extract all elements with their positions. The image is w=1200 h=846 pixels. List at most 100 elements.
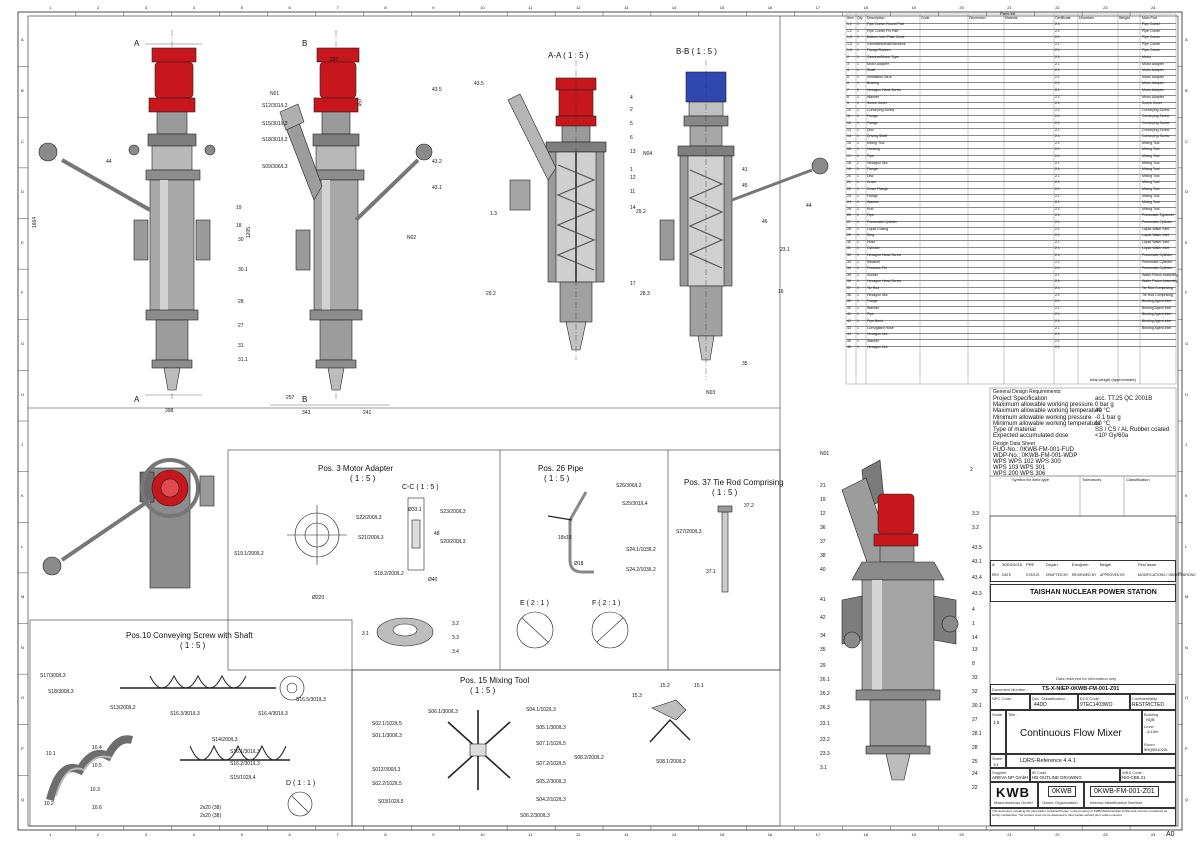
parts-list-total: total weight (approximate) <box>1090 377 1137 382</box>
grid-col-10: 10 <box>480 5 485 10</box>
parts-cell-27-0: 24 <box>847 200 851 205</box>
datasheet-row: FUD-No.: 0KWB-FM-001-FUD <box>993 447 1175 453</box>
design-row-label: Minimum allowable working temperature <box>993 420 1101 427</box>
callout-pos10-weld-3: S16.3/301/L3 <box>170 711 200 717</box>
parts-cell-27-9: Mixing Tool <box>1142 200 1160 205</box>
rev-header-4: REVIEWED BY <box>1072 573 1097 577</box>
callout-pos3-dim-0: Ø33.1 <box>408 507 422 513</box>
parts-cell-46-0: 43 <box>847 325 851 330</box>
parts-cell-33-1: 1 <box>857 239 859 244</box>
datasheet-line: WDP-No.: 0KWB-FM-001-WDP <box>993 453 1078 460</box>
callout-iso-27: 40 <box>820 567 826 573</box>
parts-cell-31-0: 28 <box>847 226 851 231</box>
design-row-value: <10³ Gy/60a <box>1095 433 1129 440</box>
callout-iso-13: 32 <box>972 689 978 695</box>
parts-cell-20-1: 1 <box>857 154 859 158</box>
nozzle-n01-iso: N01 <box>820 451 830 457</box>
grid-col-bottom-8: 8 <box>384 832 387 837</box>
sheet-value: 1/1 <box>993 762 999 767</box>
parts-cell-31-1: 1 <box>857 226 859 231</box>
parts-cell-10-6: 2.1 <box>1055 88 1060 92</box>
callout-pos26-weld-3: S24.2/103/L2 <box>626 567 656 573</box>
parts-cell-30-1: 1 <box>857 220 859 224</box>
parts-cell-43-2: Washer <box>867 305 879 310</box>
design-row-label: Maximum allowable working temperature <box>993 408 1103 415</box>
owner-code: 0KWB <box>1048 786 1076 797</box>
grid-col-5: 5 <box>240 5 243 10</box>
design-row-value: 0 bar g <box>1095 402 1114 409</box>
grid-col-bottom-6: 6 <box>288 832 291 837</box>
parts-cell-23-6: 2.1 <box>1055 173 1060 178</box>
parts-cell-5-9: Motor <box>1142 55 1151 59</box>
parts-row-line <box>846 147 1176 149</box>
front-dim-width: 398 <box>165 408 174 414</box>
callout-pos10-weld-2: S13/200/L2 <box>110 705 136 711</box>
grid-col-15: 15 <box>719 5 725 10</box>
parts-header-5: Material <box>1005 16 1018 20</box>
level: -6.10m <box>1146 729 1159 734</box>
section-bb-title: B-B ( 1 : 5 ) <box>676 47 717 56</box>
callout-pos10-part-5: 10.6 <box>92 805 102 811</box>
callout-pos10-weld-4: S16.5/301/L3 <box>296 697 326 703</box>
parts-cell-23-2: Disc <box>867 173 874 178</box>
parts-cell-49-1: 1 <box>857 345 859 350</box>
datasheet-line: WPS WPS 102 WPS 300 <box>993 459 1061 466</box>
grid-row-F: F <box>21 290 24 296</box>
callout-pos15-weld-6: S04.1/102/L3 <box>526 707 556 713</box>
wbs-code: NI0-CB5.21 <box>1122 775 1146 780</box>
side-dim-343: 343 <box>302 410 311 416</box>
parts-cell-16-1: 1 <box>857 127 859 132</box>
parts-cell-6-6: 2.1 <box>1055 61 1060 66</box>
parts-header-2: Description <box>867 16 885 20</box>
callout-front-0: 44 <box>106 159 112 165</box>
grid-row-right-G: G <box>1185 341 1189 347</box>
parts-row-line <box>846 207 1176 209</box>
supplier-label: Supplier <box>992 770 1007 775</box>
callout-iso-19: 24 <box>972 771 978 777</box>
room: 9HQB0102ZL <box>1144 747 1169 752</box>
callout-pos10-weld-0: S17/300/L3 <box>40 673 66 679</box>
parts-cell-44-2: Pipe <box>867 312 875 317</box>
parts-row-line <box>846 233 1176 235</box>
parts-cell-27-1: 1 <box>857 200 859 205</box>
parts-cell-15-0: 12 <box>847 121 851 125</box>
callout-pos3-part-2: 3.3 <box>452 635 459 641</box>
grid-col-bottom-9: 9 <box>432 832 435 837</box>
parts-cell-22-6: 2.1 <box>1055 167 1060 172</box>
grid-col-11: 11 <box>528 5 533 10</box>
callout-pos10-part-1: 10.2 <box>44 801 54 807</box>
grid-row-C: C <box>21 138 24 144</box>
parts-row-line <box>846 68 1176 70</box>
grid-col-14: 14 <box>671 5 677 10</box>
parts-cell-17-1: 1 <box>857 134 859 139</box>
side-dim-241: 241 <box>363 410 372 416</box>
parts-cell-13-6: 2.1 <box>1055 107 1060 112</box>
document-number: TS-X-NIEP-0KWB-FM-001-Z01 <box>1042 686 1120 692</box>
callout-iso-32: 29 <box>820 663 826 669</box>
parts-row-line <box>846 42 1176 44</box>
parts-cell-28-2: Rod <box>867 206 874 211</box>
parts-cell-8-1: 1 <box>857 74 859 79</box>
grid-row-right-B: B <box>1185 87 1188 93</box>
grid-col-24: 24 <box>1151 5 1156 10</box>
parts-cell-7-6: 2.1 <box>1055 68 1060 73</box>
side-dim-top: 457 <box>357 98 364 107</box>
parts-cell-4-1: 1 <box>857 48 859 53</box>
callout-iso-8: 1 <box>972 621 975 627</box>
callout-side-3: S09/306/L3 <box>262 164 288 170</box>
title-label: Title : <box>1008 712 1018 717</box>
parts-cell-30-2: Pneumatic Cylinder <box>867 220 898 224</box>
grid-row-right-C: C <box>1185 138 1188 144</box>
grid-col-bottom-13: 13 <box>623 832 629 837</box>
document-number-label: Document Number : <box>992 687 1028 692</box>
callout-iso-4: 43.1 <box>972 559 982 565</box>
ecs-label: ECS Code : <box>1080 696 1102 701</box>
internal-id: 0KWB-FM-001-Z01 <box>1090 786 1159 797</box>
callout-iso-33: 26.1 <box>820 677 830 683</box>
station-name: TAISHAN NUCLEAR POWER STATION <box>1030 589 1157 596</box>
callout-aa-4: 6 <box>630 135 633 141</box>
parts-row-line <box>846 312 1176 314</box>
